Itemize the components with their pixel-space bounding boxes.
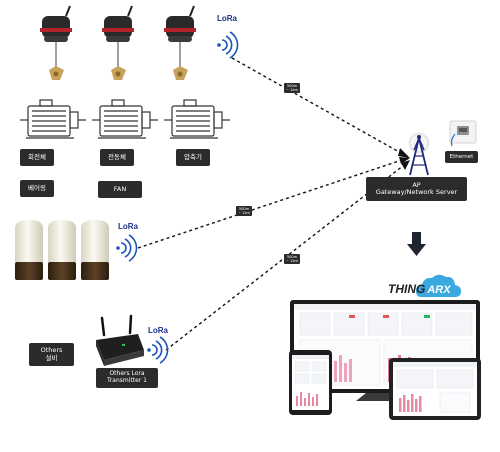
vibration-sensor-2	[102, 5, 134, 80]
sensor-label-rotating: 회전체	[20, 149, 54, 166]
range-badge-2: 500m ~ 1km	[236, 206, 253, 217]
transmitter-label: Others Lora Transmitter 1	[96, 368, 158, 388]
dashboard-tablet	[389, 358, 481, 420]
arrowhead-3	[401, 160, 410, 170]
down-arrow	[407, 232, 426, 256]
gateway-label: AP Gateway/Network Server	[366, 177, 467, 201]
lora-waves-1	[217, 31, 239, 59]
sensor-label-bearing: 베어링	[20, 180, 54, 197]
lora-label-2-text: LoRa	[118, 222, 138, 231]
sensor-label-fan: FAN	[98, 181, 142, 198]
arrowhead-1	[398, 148, 410, 158]
white-sensor-2	[48, 220, 76, 280]
range-badge-3: 500m ~ 1km	[284, 254, 301, 265]
ethernet-icon	[449, 120, 477, 147]
lora-label-2: LoRa	[118, 222, 138, 231]
thingarx-cloud-icon	[416, 274, 461, 297]
lora-label-1: LoRa	[217, 14, 237, 23]
lora-label-1-text: LoRa	[217, 14, 237, 23]
lora-label-3-text: LoRa	[148, 326, 168, 335]
white-sensor-3	[81, 220, 109, 280]
range-badge-1: 500m ~ 1km	[284, 83, 301, 94]
lora-waves-3	[147, 336, 169, 364]
vibration-sensor-3	[164, 5, 196, 80]
arrowhead-2	[399, 157, 410, 164]
dashboard-phone	[289, 350, 332, 415]
sensor-label-motor: 전동체	[100, 149, 134, 166]
lora-links	[137, 57, 409, 351]
link-sensors-to-gateway	[231, 57, 409, 158]
ethernet-label: Ethernet	[445, 151, 478, 163]
others-equipment-label: Others 설비	[29, 343, 74, 366]
link-dehumidifiers-to-gateway	[137, 157, 409, 249]
lora-label-3: LoRa	[148, 326, 168, 335]
thingarx-logo-part2: ARX	[427, 284, 451, 296]
gateway-tower-icon	[408, 132, 430, 176]
motor-3	[164, 99, 230, 139]
lora-transmitter-device	[96, 314, 144, 366]
lora-waves-2	[116, 234, 138, 262]
sensor-label-compressor: 압축기	[176, 149, 210, 166]
motor-1	[20, 99, 86, 139]
link-arrowheads	[398, 148, 410, 170]
motor-2	[92, 99, 158, 139]
thingarx-logo-part1: THING	[388, 282, 426, 296]
vibration-sensor-1	[40, 5, 72, 80]
white-sensor-1	[15, 220, 43, 280]
